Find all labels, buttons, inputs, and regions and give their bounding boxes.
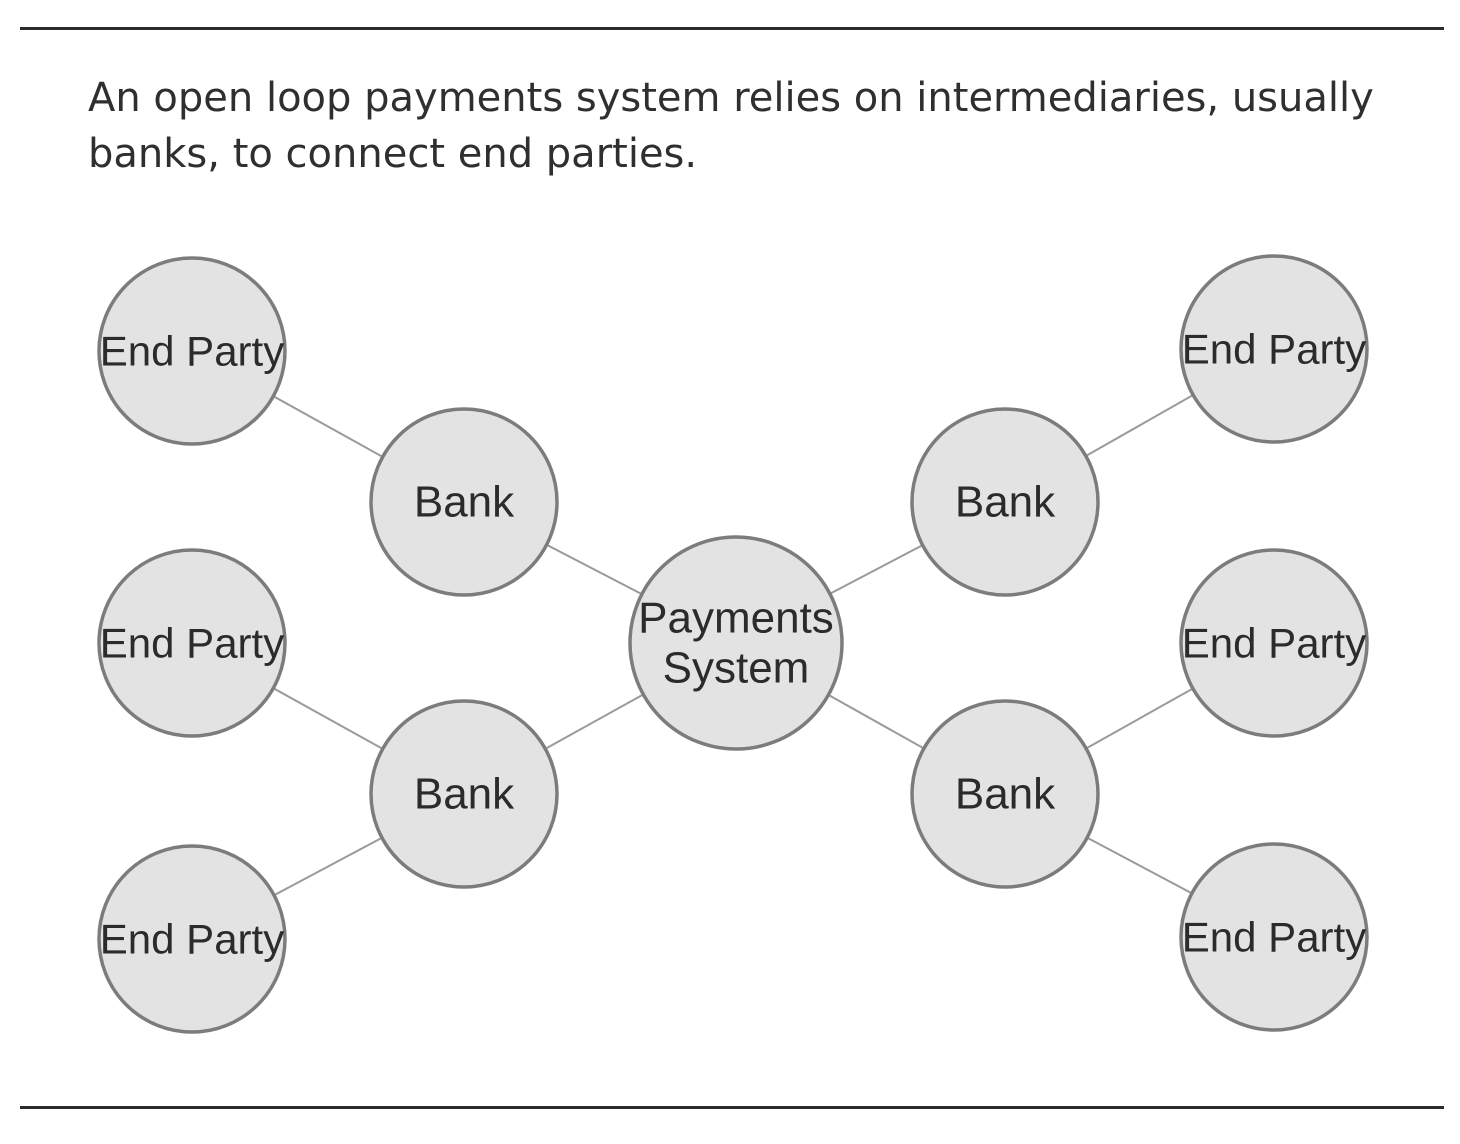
node-circle-end-party-left-3: [97, 844, 287, 1034]
node-label-end-party-right-2: End Party: [1182, 620, 1366, 667]
diagram-caption: An open loop payments system relies on i…: [88, 75, 1374, 177]
node-label-bank-top-left: Bank: [414, 478, 515, 527]
node-label-end-party-left-3: End Party: [100, 916, 284, 963]
node-end-party-left-3: End Party: [97, 844, 287, 1034]
node-bank-top-right: Bank: [910, 407, 1100, 597]
node-end-party-right-1: End Party: [1179, 254, 1369, 444]
node-end-party-left-2: End Party: [97, 548, 287, 738]
node-circle-bank-top-right: [910, 407, 1100, 597]
node-circle-end-party-right-1: [1179, 254, 1369, 444]
node-label-bank-top-right: Bank: [955, 478, 1056, 527]
node-label-end-party-left-2: End Party: [100, 620, 284, 667]
node-circle-bank-top-left: [369, 407, 559, 597]
node-circle-end-party-left-1: [97, 256, 287, 446]
node-bank-top-left: Bank: [369, 407, 559, 597]
node-end-party-left-1: End Party: [97, 256, 287, 446]
node-circle-payments-system: [628, 535, 844, 751]
node-circle-bank-bottom-left: [369, 699, 559, 889]
node-label-end-party-left-1: End Party: [100, 328, 284, 375]
node-label-payments-system-line-1: Payments: [638, 594, 834, 643]
node-bank-bottom-left: Bank: [369, 699, 559, 889]
node-label-bank-bottom-left: Bank: [414, 770, 515, 819]
node-label-end-party-right-3: End Party: [1182, 914, 1366, 961]
node-label-payments-system-line-2: System: [663, 644, 810, 693]
node-end-party-right-2: End Party: [1179, 548, 1369, 738]
node-bank-bottom-right: Bank: [910, 699, 1100, 889]
node-label-bank-bottom-right: Bank: [955, 770, 1056, 819]
top-rule: [20, 27, 1444, 30]
node-circle-end-party-left-2: [97, 548, 287, 738]
bottom-rule: [20, 1106, 1444, 1109]
node-circle-end-party-right-3: [1179, 842, 1369, 1032]
node-label-end-party-right-1: End Party: [1182, 326, 1366, 373]
node-circle-bank-bottom-right: [910, 699, 1100, 889]
node-end-party-right-3: End Party: [1179, 842, 1369, 1032]
node-circle-end-party-right-2: [1179, 548, 1369, 738]
